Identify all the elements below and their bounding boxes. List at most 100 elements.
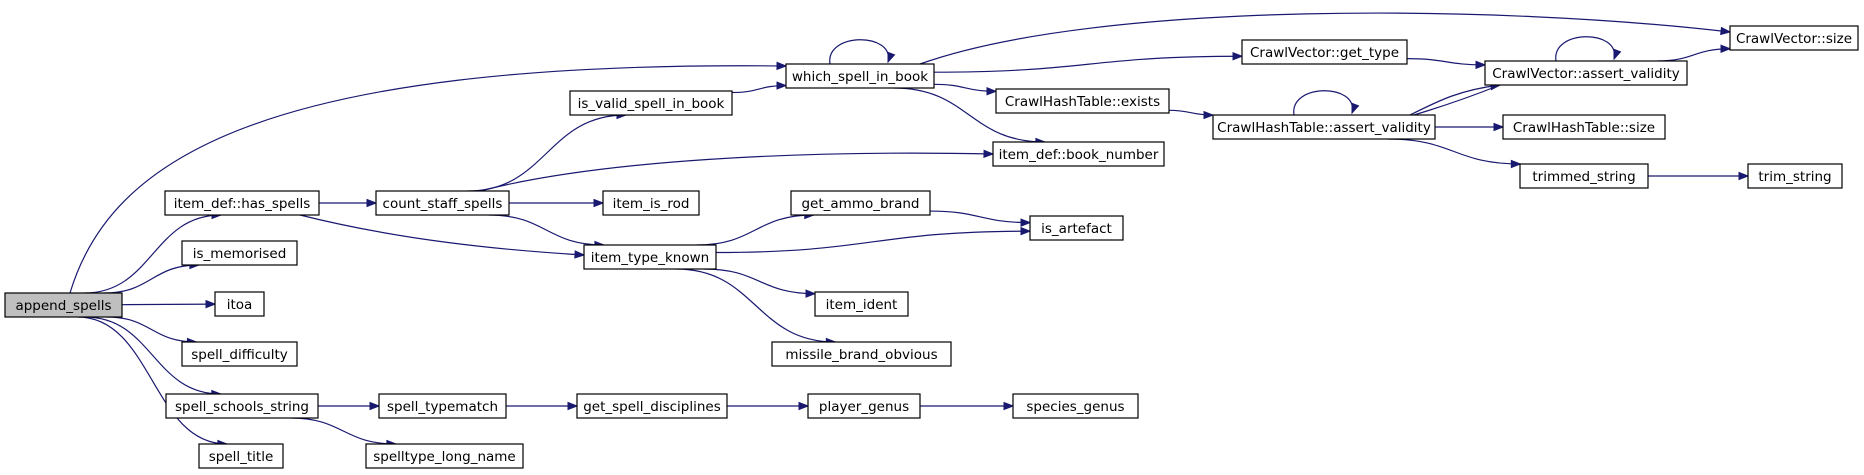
edge-arrowhead [593,198,605,208]
node-which-spell-in-book[interactable]: which_spell_in_book [785,63,935,89]
edge-append-spells-to-itoa [121,299,217,309]
edge-count-staff-spells-to-item-is-rod [509,198,605,208]
node-box [1212,114,1436,140]
edge-arrowhead [986,87,998,96]
node-append-spells[interactable]: append_spells [4,292,123,318]
edge-get-ammo-brand-to-is-artefact [929,210,1032,227]
node-spell-schools-string[interactable]: spell_schools_string [165,393,319,419]
node-item-ident[interactable]: item_ident [814,291,909,317]
edge-arrowhead [366,198,378,208]
node-label: get_ammo_brand [801,196,919,212]
edge-arrowhead [1232,52,1244,61]
node-spell-difficulty[interactable]: spell_difficulty [181,341,298,367]
node-trim-string[interactable]: trim_string [1747,163,1843,189]
node-label: item_def::book_number [999,147,1159,163]
edge-crawlvector-assert-validity-to-crawlvector-size [1657,44,1732,62]
function-nodes: append_spells item_def::has_spellsis_memo… [4,25,1859,469]
edge-line [1387,138,1521,165]
edge-line [299,214,585,256]
node-box [1502,114,1666,140]
edge-count-staff-spells-to-item-type-known [488,214,606,250]
node-trimmed-string[interactable]: trimmed_string [1519,163,1649,189]
node-box [1012,393,1139,419]
edge-line [676,268,836,343]
node-label: spell_difficulty [191,347,288,363]
edge-is-valid-spell-in-book-to-which-spell-in-book [731,81,788,94]
node-spell-typematch[interactable]: spell_typematch [378,393,507,419]
edge-arrowhead [1510,159,1522,169]
node-box [576,393,728,419]
edge-spell-typematch-to-get-spell-disciplines [506,401,579,411]
node-is-memorised[interactable]: is_memorised [181,240,298,266]
edge-crawlvector-get-type-to-crawlvector-assert-validity [1406,58,1487,70]
node-box [814,291,909,317]
edge-which-spell-in-book-to-crawlvector-get-type [933,52,1244,73]
node-box [790,190,931,216]
node-crawlhashtable-size[interactable]: CrawlHashTable::size [1502,114,1666,140]
edge-arrowhead [983,149,995,159]
edge-line [696,214,814,246]
node-species-genus[interactable]: species_genus [1012,393,1139,419]
edge-arrowhead [805,289,817,298]
node-is-valid-spell-in-book[interactable]: is_valid_spell_in_book [569,90,733,116]
node-missile-brand-obvious[interactable]: missile_brand_obvious [771,341,952,367]
node-label: itoa [227,297,253,313]
edge-item-type-known-to-is-artefact [715,226,1032,254]
node-crawlhashtable-exists[interactable]: CrawlHashTable::exists [995,88,1170,114]
edge-arrowhead [887,51,896,64]
edge-arrowhead [1351,102,1360,115]
node-label: CrawlHashTable::exists [1005,94,1160,110]
edge-arrowhead [798,401,810,411]
node-count-staff-spells[interactable]: count_staff_spells [375,190,510,216]
node-spell-title[interactable]: spell_title [198,443,284,469]
node-label: spell_schools_string [175,399,309,415]
edge-line [929,210,1031,224]
node-player-genus[interactable]: player_genus [807,393,921,419]
edge-arrowhead [1738,171,1750,181]
edge-get-spell-disciplines-to-player-genus [727,401,810,411]
node-get-ammo-brand[interactable]: get_ammo_brand [790,190,931,216]
edge-line [933,55,1243,73]
node-get-spell-disciplines[interactable]: get_spell_disciplines [576,393,728,419]
node-box [1747,163,1843,189]
node-box [785,63,935,89]
edge-append-spells-to-which-spell-in-book [69,61,788,294]
node-item-def-has-spells[interactable]: item_def::has_spells [164,190,320,216]
node-crawlvector-get-type[interactable]: CrawlVector::get_type [1241,39,1408,65]
node-crawlhashtable-assert-validity[interactable]: CrawlHashTable::assert_validity [1212,114,1436,140]
node-box [198,443,284,469]
node-box [1484,60,1688,86]
node-label: count_staff_spells [383,196,503,212]
node-item-type-known[interactable]: item_type_known [583,244,717,270]
edge-arrowhead [1720,26,1732,36]
node-crawlvector-size[interactable]: CrawlVector::size [1729,25,1859,51]
node-label: trim_string [1758,169,1831,185]
node-label: CrawlHashTable::assert_validity [1217,120,1431,136]
edge-crawlhashtable-assert-validity-to-trimmed-string [1387,138,1522,169]
node-label: item_type_known [591,250,709,266]
edge-arrowhead [1003,401,1015,411]
edge-line [488,214,604,246]
node-item-is-rod[interactable]: item_is_rod [602,190,700,216]
edge-arrowhead [369,401,381,411]
edge-append-spells-to-spell-difficulty [106,316,198,347]
edge-line [104,264,199,294]
node-crawlvector-assert-validity[interactable]: CrawlVector::assert_validity [1484,60,1688,86]
node-label: item_def::has_spells [174,196,311,212]
node-label: CrawlVector::get_type [1250,45,1399,61]
node-spelltype-long-name[interactable]: spelltype_long_name [365,443,524,469]
edge-line [1657,48,1731,62]
edge-item-type-known-to-missile-brand-obvious [676,268,837,347]
node-box [165,393,319,419]
edge-append-spells-to-is-memorised [104,260,201,294]
node-box [214,291,265,317]
edge-line [84,316,221,395]
node-box [583,244,717,270]
edge-arrowhead [1203,110,1215,120]
node-itoa[interactable]: itoa [214,291,265,317]
node-box [181,341,298,367]
node-is-artefact[interactable]: is_artefact [1029,215,1124,241]
edge-line [1406,58,1486,66]
node-item-def-book-number[interactable]: item_def::book_number [992,141,1165,167]
edge-line [467,114,626,192]
